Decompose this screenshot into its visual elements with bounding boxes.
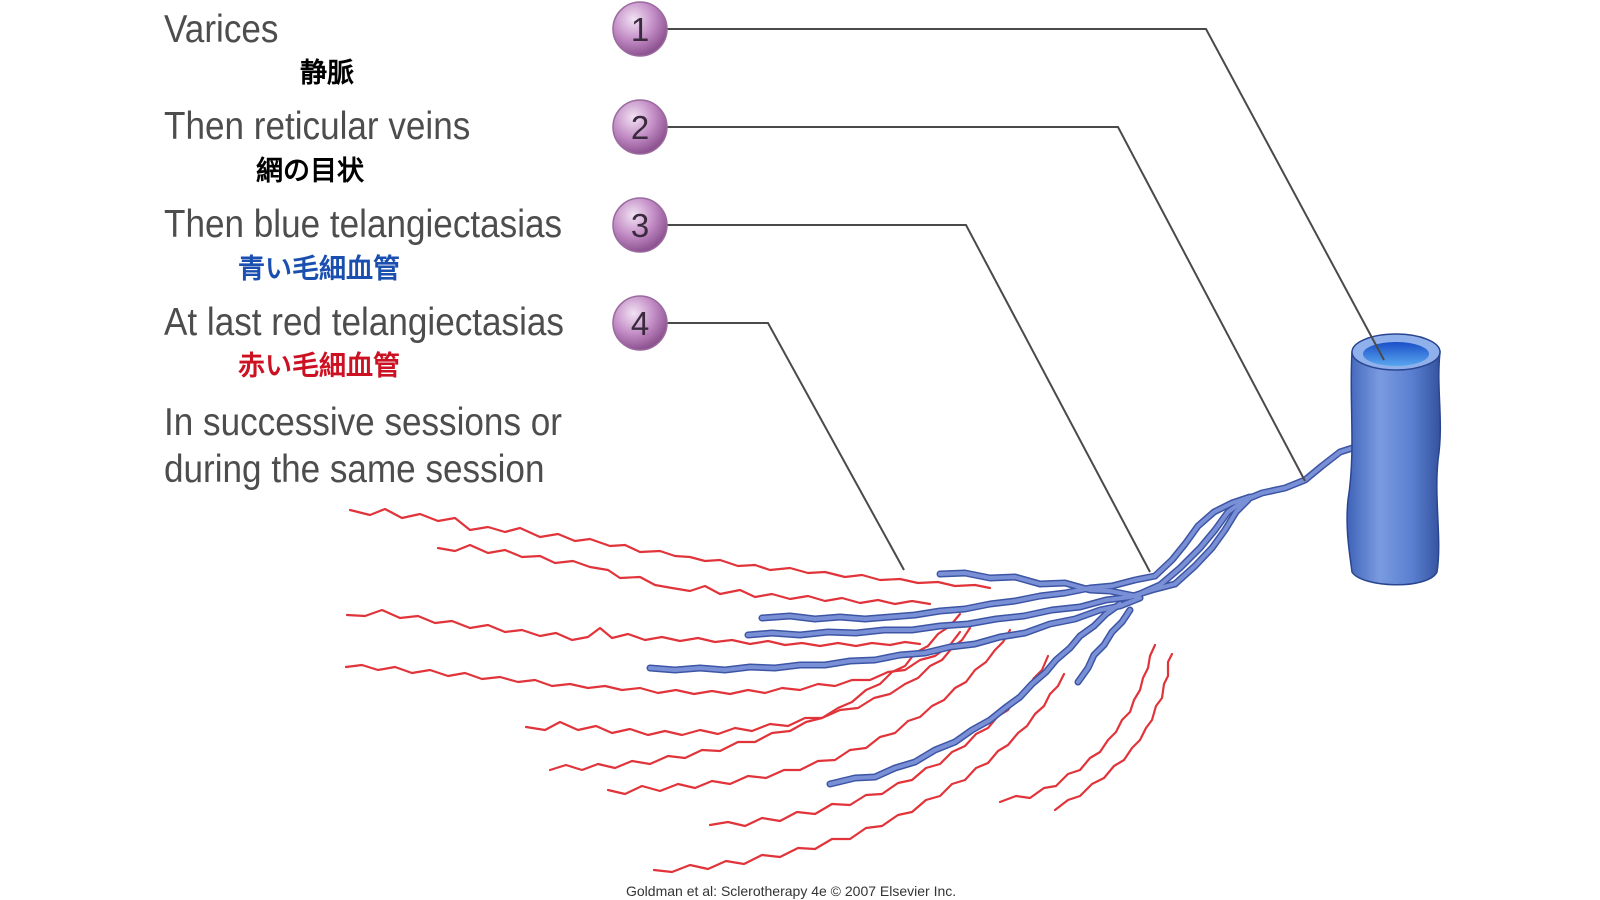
red-vessel <box>606 628 1012 796</box>
session-note: In successive sessions or during the sam… <box>164 399 562 493</box>
session-note-line-1: In successive sessions or <box>164 401 562 444</box>
leader-line-3 <box>666 224 1151 573</box>
red-vessel <box>998 643 1157 804</box>
step-subtitle-3: 青い毛細血管 <box>238 254 400 285</box>
step-subtitle-1: 静脈 <box>300 58 354 89</box>
red-vessel <box>345 608 922 648</box>
red-vessel <box>344 630 962 696</box>
red-vessel <box>348 507 992 590</box>
leader-lines <box>666 28 1385 573</box>
red-vessel <box>524 626 972 737</box>
varix-tube <box>1346 333 1442 586</box>
step-subtitle-2: 網の目状 <box>256 156 364 187</box>
red-vessel <box>652 672 1066 874</box>
step-badge-2: 2 <box>612 99 668 155</box>
step-badge-number: 2 <box>631 109 649 146</box>
leader-line-2 <box>666 126 1306 482</box>
step-subtitle-4: 赤い毛細血管 <box>238 351 400 382</box>
step-badge-3: 3 <box>612 197 668 253</box>
step-title-1: Varices <box>164 8 279 51</box>
step-badges: 1 2 3 4 <box>612 1 668 351</box>
image-credit: Goldman et al: Sclerotherapy 4e © 2007 E… <box>626 883 957 899</box>
leader-line-1 <box>666 28 1385 361</box>
red-telangiectasias <box>344 507 1174 874</box>
step-badge-4: 4 <box>612 295 668 351</box>
red-vessel <box>1053 652 1174 812</box>
blue-telangiectasias <box>646 440 1369 788</box>
step-title-4: At last red telangiectasias <box>164 301 564 344</box>
red-vessel <box>708 654 1050 828</box>
leader-line-4 <box>666 322 905 571</box>
step-badge-1: 1 <box>612 1 668 57</box>
step-badge-number: 1 <box>631 11 649 48</box>
red-vessel <box>548 612 962 772</box>
reticular-vein <box>1131 440 1369 600</box>
step-title-2: Then reticular veins <box>164 105 471 148</box>
step-title-3: Then blue telangiectasias <box>164 203 563 246</box>
step-badge-number: 3 <box>631 207 649 244</box>
step-badge-number: 4 <box>631 305 649 342</box>
session-note-line-2: during the same session <box>164 448 545 491</box>
red-vessel <box>436 543 932 606</box>
